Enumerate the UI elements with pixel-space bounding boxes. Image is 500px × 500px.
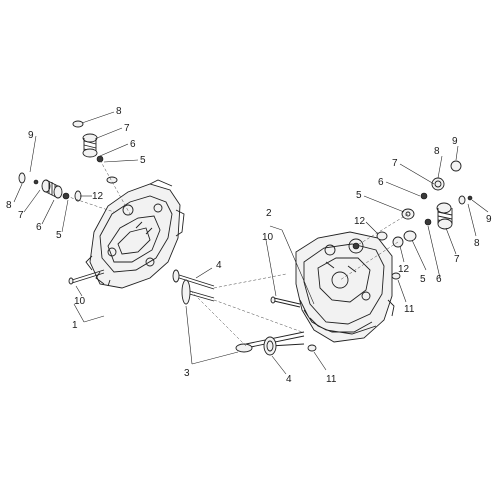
callout-6: 6	[130, 139, 136, 150]
callout-9: 9	[452, 136, 458, 147]
callout-labels: 8 7 6 5 9 8 7 6 5 12 4 10 1 2 10 3 4 11 …	[6, 106, 492, 385]
callout-7: 7	[124, 123, 130, 134]
callout-8: 8	[116, 106, 122, 117]
right-cylinder-head	[295, 231, 395, 343]
callout-7: 7	[392, 158, 398, 169]
callout-6: 6	[36, 222, 42, 233]
right-dowels	[307, 272, 401, 352]
callout-5: 5	[356, 190, 362, 201]
callout-8: 8	[474, 238, 480, 249]
right-head-bolt	[270, 296, 301, 308]
callout-2: 2	[266, 208, 272, 219]
callout-9: 9	[486, 214, 492, 225]
callout-10: 10	[74, 296, 86, 307]
callout-4: 4	[216, 260, 222, 271]
left-valve-springs-upper	[72, 120, 118, 184]
right-valve-springs-lower	[403, 195, 473, 242]
callout-7: 7	[18, 210, 24, 221]
callout-10: 10	[262, 232, 274, 243]
left-head-bolt	[68, 269, 105, 285]
callout-7: 7	[454, 254, 460, 265]
left-cylinder-head	[85, 179, 185, 289]
callout-3: 3	[184, 368, 190, 379]
left-valves	[172, 269, 215, 305]
callout-5: 5	[56, 230, 62, 241]
callout-8: 8	[6, 200, 12, 211]
leader-lines	[13, 111, 489, 375]
callout-5: 5	[140, 155, 146, 166]
callout-6: 6	[436, 274, 442, 285]
right-valves	[235, 331, 305, 356]
callout-12: 12	[354, 216, 366, 227]
callout-6: 6	[378, 177, 384, 188]
callout-4: 4	[286, 374, 292, 385]
callout-11: 11	[404, 304, 415, 315]
callout-12: 12	[92, 191, 104, 202]
callout-1: 1	[72, 320, 78, 331]
callout-5: 5	[420, 274, 426, 285]
callout-8: 8	[434, 146, 440, 157]
assembly-axes	[65, 159, 409, 347]
callout-11: 11	[326, 374, 337, 385]
callout-9: 9	[28, 130, 34, 141]
callout-12: 12	[398, 264, 410, 275]
left-valve-springs-side	[18, 172, 82, 202]
